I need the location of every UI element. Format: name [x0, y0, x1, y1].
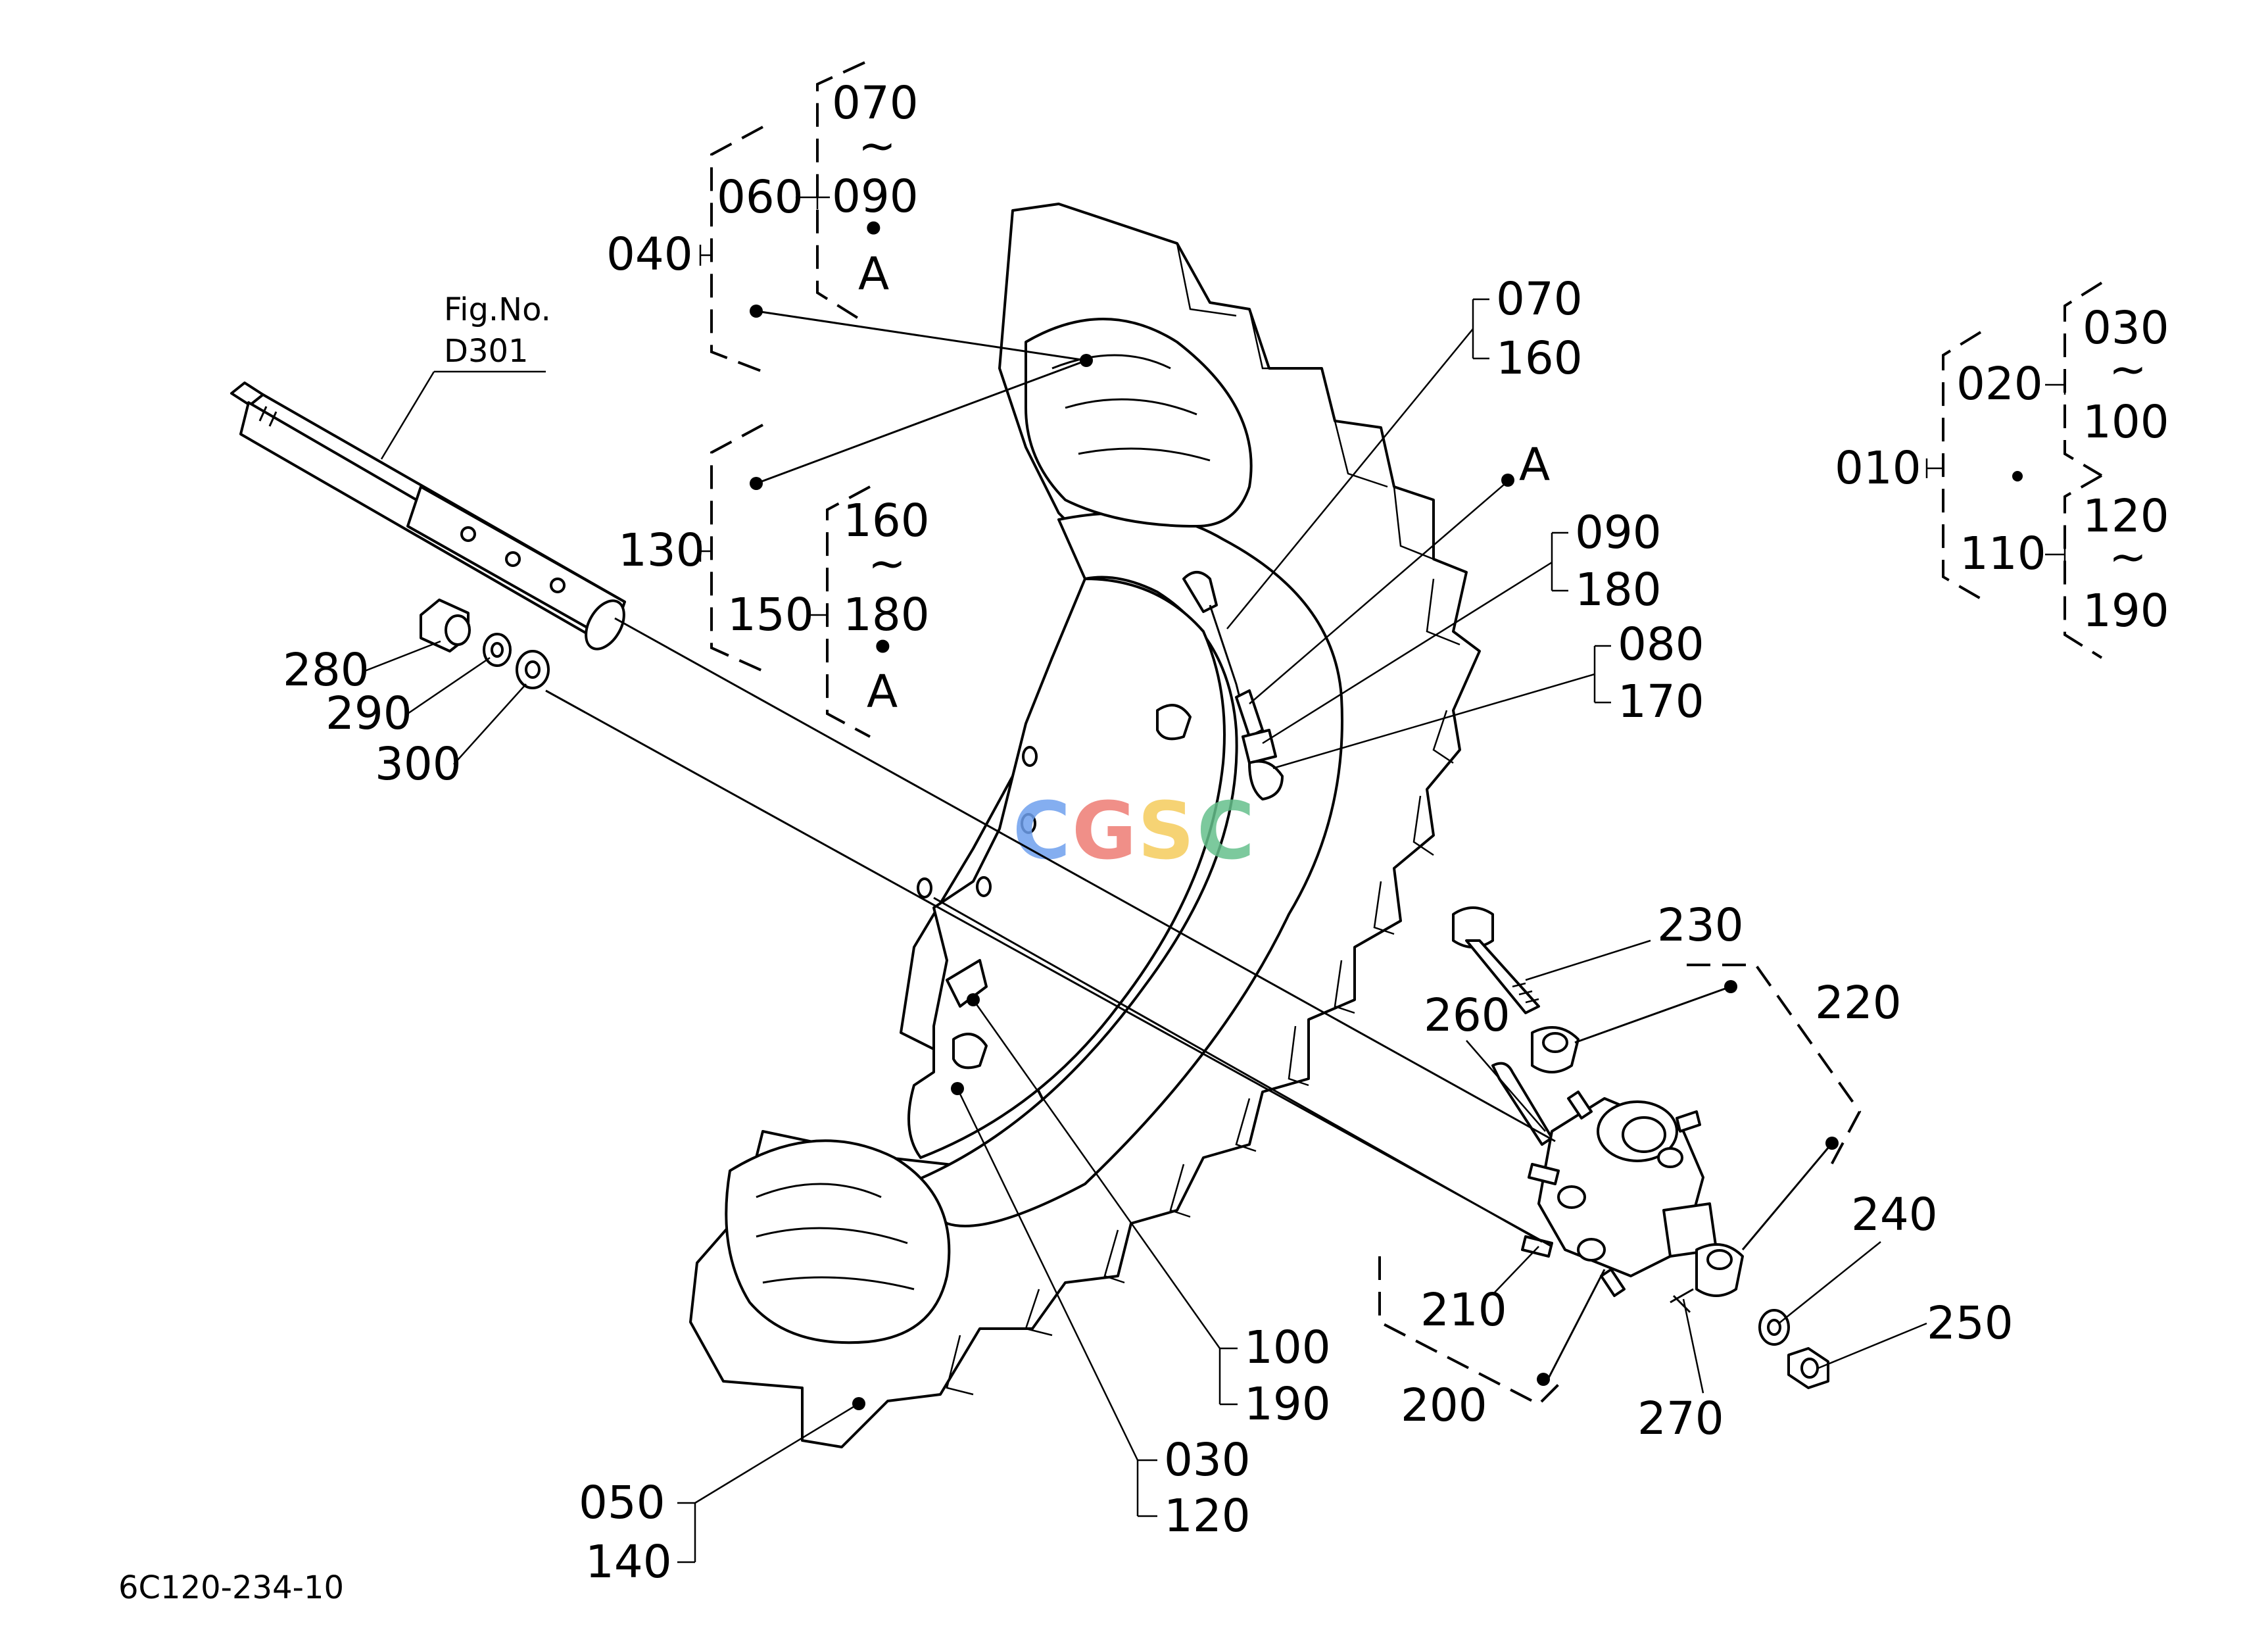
callout-220[interactable]: 220 — [1815, 977, 1902, 1029]
callout-120-range-start[interactable]: 120 — [2083, 490, 2169, 543]
callout-160-range-start[interactable]: 160 — [843, 495, 930, 547]
hub-assembly — [1452, 906, 1829, 1389]
callout-180-valve[interactable]: 180 — [1575, 564, 1662, 616]
callout-270[interactable]: 270 — [1637, 1392, 1724, 1445]
lock-washer-290 — [483, 633, 512, 667]
callout-A-1[interactable]: A — [858, 248, 889, 301]
callout-040[interactable]: 040 — [606, 228, 693, 281]
callout-130[interactable]: 130 — [618, 524, 705, 577]
figure-ref-line1: Fig.No. — [444, 291, 551, 328]
watermark-letter-c2: C — [1197, 786, 1255, 877]
figure-reference[interactable]: Fig.No. D301 — [444, 291, 551, 370]
callout-230[interactable]: 230 — [1657, 899, 1744, 952]
callout-030-range-start[interactable]: 030 — [2083, 302, 2169, 355]
callout-A-valve[interactable]: A — [1519, 439, 1550, 491]
callout-190-disc[interactable]: 190 — [1244, 1378, 1331, 1431]
callout-070-range-start[interactable]: 070 — [832, 77, 919, 130]
callout-100-disc[interactable]: 100 — [1244, 1321, 1331, 1374]
leader-dots — [750, 305, 2023, 1410]
callout-210[interactable]: 210 — [1420, 1284, 1507, 1337]
callout-260[interactable]: 260 — [1424, 989, 1510, 1042]
washer-300 — [516, 650, 550, 689]
callout-170[interactable]: 170 — [1618, 676, 1704, 728]
drawing-code: 6C120-234-10 — [118, 1569, 344, 1606]
wheel-assembly — [689, 203, 1481, 1448]
callout-150[interactable]: 150 — [727, 589, 814, 641]
callout-100-range-end[interactable]: 100 — [2083, 396, 2169, 449]
callout-290[interactable]: 290 — [326, 687, 412, 740]
callout-020[interactable]: 020 — [1956, 358, 2043, 410]
callout-280[interactable]: 280 — [283, 644, 370, 697]
callout-A-2[interactable]: A — [867, 666, 898, 718]
callout-120-disc[interactable]: 120 — [1164, 1490, 1251, 1542]
callout-300[interactable]: 300 — [375, 738, 462, 791]
nut-280 — [420, 599, 471, 652]
watermark: C G S C — [1013, 786, 1255, 877]
callout-010[interactable]: 010 — [1835, 442, 1921, 495]
range-tilde-1: ~ — [858, 120, 896, 172]
callout-090-valve[interactable]: 090 — [1575, 506, 1662, 559]
range-tilde-2: ~ — [868, 537, 906, 590]
callout-190-range-end[interactable]: 190 — [2083, 585, 2169, 637]
callout-160-valve[interactable]: 160 — [1496, 332, 1583, 385]
watermark-letter-s: S — [1138, 786, 1194, 877]
callout-050[interactable]: 050 — [579, 1477, 665, 1529]
figure-ref-line2[interactable]: D301 — [444, 333, 529, 370]
callout-090-range-end[interactable]: 090 — [832, 170, 919, 223]
callout-240[interactable]: 240 — [1851, 1189, 1938, 1241]
callout-200[interactable]: 200 — [1401, 1379, 1487, 1432]
range-tilde-4: ~ — [2109, 531, 2147, 583]
callout-070-valve[interactable]: 070 — [1496, 273, 1583, 326]
leader-lines — [364, 185, 2066, 1563]
and-dot-1: • — [860, 203, 887, 256]
callout-030-disc[interactable]: 030 — [1164, 1434, 1251, 1487]
callout-180-range-end[interactable]: 180 — [843, 589, 930, 641]
callout-080[interactable]: 080 — [1618, 618, 1704, 671]
callout-250[interactable]: 250 — [1927, 1297, 2014, 1350]
axle-shaft — [230, 381, 626, 651]
callout-110[interactable]: 110 — [1960, 528, 2046, 580]
watermark-letter-g: G — [1072, 786, 1137, 877]
callout-140[interactable]: 140 — [585, 1536, 672, 1588]
and-dot-2: • — [869, 622, 896, 674]
callout-060[interactable]: 060 — [717, 171, 804, 224]
watermark-letter-c1: C — [1013, 786, 1071, 877]
range-tilde-3: ~ — [2109, 343, 2147, 396]
